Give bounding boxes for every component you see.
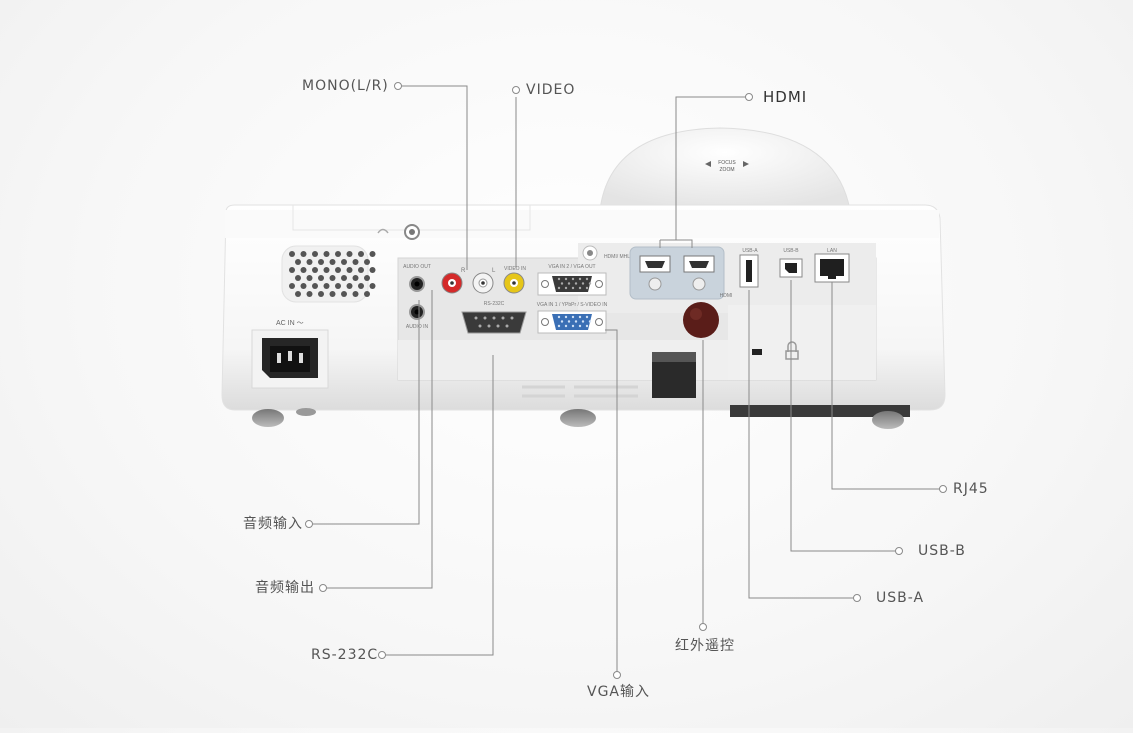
lens-dome <box>599 127 851 211</box>
foot-left <box>252 409 284 427</box>
callout-dots <box>305 82 947 679</box>
callout-usb-b: USB-B <box>918 543 966 559</box>
security-slot <box>752 349 762 355</box>
callout-rj45: RJ45 <box>953 481 989 497</box>
foot-right <box>872 411 904 429</box>
hdmi-mhl-mark: HDMI/ MHL <box>604 254 630 260</box>
callout-rs232c: RS-232C <box>311 647 379 663</box>
rs232c-port <box>461 311 527 334</box>
callout-ir-remote: 红外遥控 <box>675 638 735 654</box>
callout-hdmi: HDMI <box>763 88 808 106</box>
l-mark: L <box>492 268 496 274</box>
indicator-icon <box>377 228 389 234</box>
ac-in-mark: AC IN ～ <box>276 320 304 327</box>
kensington-lock-icon <box>787 341 797 352</box>
callout-lines <box>312 85 941 672</box>
hdmi-port-1 <box>645 261 665 268</box>
focus-mark: FOCUS <box>718 160 736 166</box>
video-in-mark: VIDEO IN <box>504 266 526 272</box>
callout-video: VIDEO <box>526 82 576 98</box>
zoom-mark: ZOOM <box>720 167 735 173</box>
vga-out-port <box>552 276 592 292</box>
r-mark: R <box>461 268 466 274</box>
usb-b-port-mark: USB-B <box>783 248 799 254</box>
audio-out-port-mark: AUDIO OUT <box>403 264 431 270</box>
callout-usb-a: USB-A <box>876 590 925 606</box>
callout-vga-in: VGA输入 <box>587 684 651 700</box>
lan-port-mark: LAN <box>827 248 837 254</box>
vga-in1-mark: VGA IN 1 / YPbPr / S-VIDEO IN <box>537 302 608 308</box>
hdmi-mark: HDMI <box>720 293 733 299</box>
hdmi-port-2 <box>689 261 709 268</box>
audio-in-port-mark: AUDIO IN <box>406 324 429 330</box>
foot-center <box>560 409 596 427</box>
ir-receiver <box>683 302 719 338</box>
callout-audio-in: 音频输入 <box>243 516 303 532</box>
vga-in-port <box>552 314 592 330</box>
callout-audio-out: 音频输出 <box>255 580 315 596</box>
vga-in2-out-mark: VGA IN 2 / VGA OUT <box>548 264 595 270</box>
usb-a-port-mark: USB-A <box>742 248 758 254</box>
rs232c-port-mark: RS-232C <box>484 301 505 307</box>
callout-mono-lr: MONO(L/R) <box>302 78 389 94</box>
